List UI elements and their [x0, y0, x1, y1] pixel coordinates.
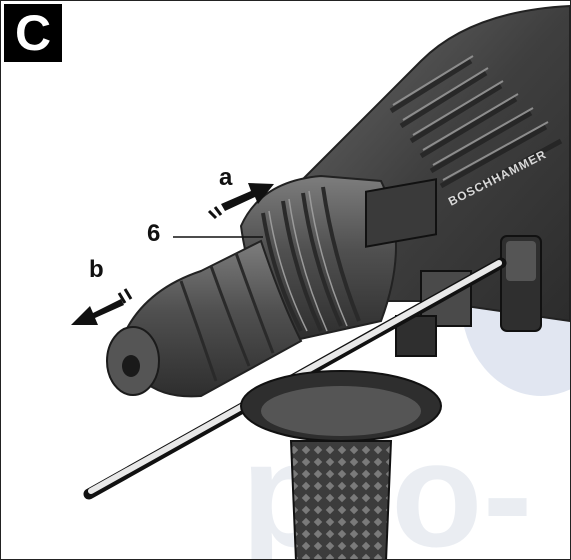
callout-a: a	[219, 164, 233, 191]
chuck-nose	[106, 239, 303, 398]
callout-b: b	[89, 256, 104, 283]
callout-part-6: 6	[147, 220, 161, 247]
arrow-a	[207, 183, 274, 220]
arrow-b	[71, 288, 133, 325]
panel-label-box	[4, 4, 62, 62]
auxiliary-handle	[240, 370, 442, 559]
panel-label: C	[14, 5, 52, 61]
